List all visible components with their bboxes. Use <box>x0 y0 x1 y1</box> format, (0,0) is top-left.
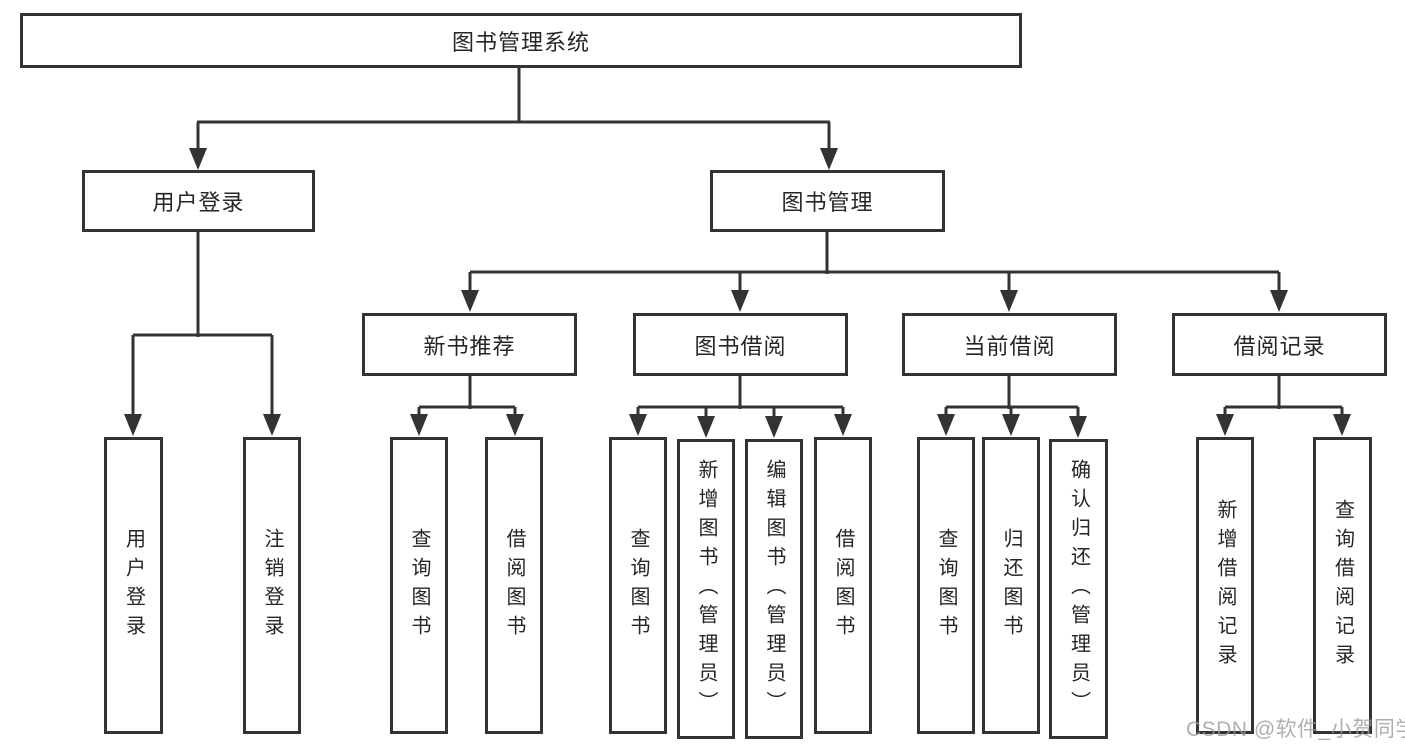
node-logout: 注销登录 <box>243 437 301 734</box>
node-label: 查询图书 <box>935 527 957 644</box>
node-label: 查询图书 <box>627 527 649 644</box>
node-label: 图书管理 <box>781 190 874 215</box>
node-add-book-admin: 新增图书（管理员） <box>677 439 735 739</box>
node-label: 用户登录 <box>122 527 145 644</box>
node-label: 当前借阅 <box>963 333 1056 359</box>
node-label: 注销登录 <box>261 527 283 644</box>
node-edit-book-admin: 编辑图书（管理员） <box>745 439 803 739</box>
node-query-books-recommend: 查询图书 <box>390 437 448 734</box>
csdn-watermark: CSDN @软件_小贺同学 <box>1186 718 1405 741</box>
node-label: 图书管理系统 <box>451 29 590 55</box>
node-label: 借阅图书 <box>503 527 525 644</box>
node-label: 新书推荐 <box>423 333 516 359</box>
node-new-book-recommend: 新书推荐 <box>362 313 577 376</box>
node-book-borrowing: 图书借阅 <box>633 313 848 376</box>
node-query-borrow-record: 查询借阅记录 <box>1313 437 1372 734</box>
node-label: 借阅图书 <box>832 527 854 644</box>
node-query-books-current: 查询图书 <box>917 437 975 734</box>
node-label: 图书借阅 <box>694 333 787 359</box>
node-label: 归还图书 <box>1000 527 1022 644</box>
node-book-management: 图书管理 <box>710 170 945 232</box>
node-current-borrowing: 当前借阅 <box>902 313 1117 376</box>
node-borrow-books-leaf: 借阅图书 <box>814 437 872 734</box>
node-borrowing-records: 借阅记录 <box>1172 313 1387 376</box>
node-query-books-borrowing: 查询图书 <box>609 437 667 734</box>
node-label: 新增借阅记录 <box>1214 498 1236 673</box>
node-add-borrow-record: 新增借阅记录 <box>1196 437 1254 734</box>
node-return-books: 归还图书 <box>982 437 1040 734</box>
node-user-login-leaf: 用户登录 <box>104 437 163 734</box>
node-borrow-books-recommend: 借阅图书 <box>485 437 543 734</box>
node-label: 确认归还（管理员） <box>1067 458 1090 720</box>
node-label: 借阅记录 <box>1233 333 1326 359</box>
node-library-management-system: 图书管理系统 <box>20 13 1022 68</box>
node-confirm-return-admin: 确认归还（管理员） <box>1049 439 1108 739</box>
node-label: 查询图书 <box>408 527 430 644</box>
node-label: 查询借阅记录 <box>1331 498 1354 673</box>
node-label: 用户登录 <box>152 190 245 215</box>
node-user-login: 用户登录 <box>82 170 315 232</box>
node-label: 新增图书（管理员） <box>695 458 717 720</box>
node-label: 编辑图书（管理员） <box>763 458 785 720</box>
